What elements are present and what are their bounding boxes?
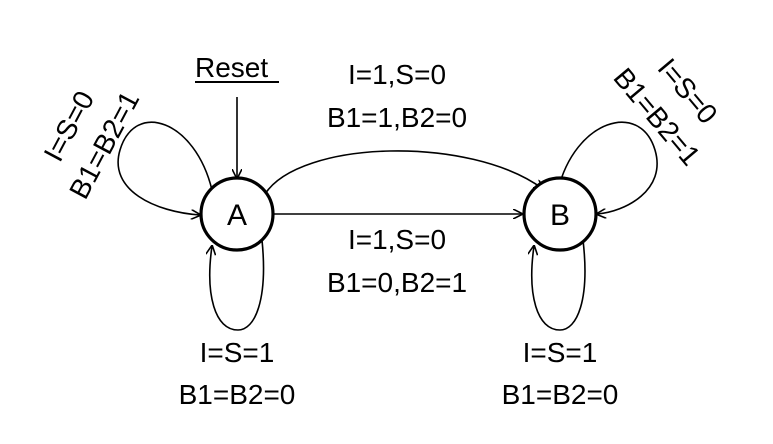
a-self-loop-bottom: [210, 239, 265, 331]
a-to-b-curved-arrow: [264, 150, 543, 195]
state-a-label: A: [227, 199, 247, 232]
a-self-loop-top: [117, 121, 213, 215]
state-a-node: [199, 176, 275, 252]
state-b-label: B: [550, 199, 570, 232]
a-self-bottom-label-1: I=S=1: [200, 337, 275, 368]
a-to-b-curve-label-2: B1=1,B2=0: [327, 102, 467, 133]
b-self-loop-bottom: [532, 239, 586, 331]
a-self-bottom-label-2: B1=B2=0: [179, 379, 296, 410]
a-self-top-label: I=S=0 B1=B2=1: [38, 86, 146, 204]
b-self-bottom-label-2: B1=B2=0: [502, 379, 619, 410]
a-to-b-straight-label-2: B1=0,B2=1: [327, 267, 467, 298]
b-self-bottom-label-1: I=S=1: [523, 337, 598, 368]
a-to-b-curve-label-1: I=1,S=0: [348, 59, 446, 90]
a-to-b-straight-label-1: I=1,S=0: [348, 224, 446, 255]
b-self-loop-top: [557, 121, 658, 214]
b-self-top-label: I=S=0 B1=B2=1: [608, 52, 724, 171]
reset-label: Reset: [195, 52, 268, 83]
state-b-node: [522, 176, 598, 252]
